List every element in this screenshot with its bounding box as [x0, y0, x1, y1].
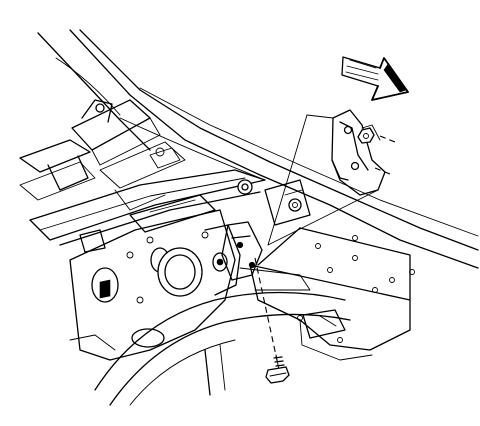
nut-fastener [357, 127, 375, 144]
mounting-bracket-installed [221, 221, 311, 291]
inner-fender-panel [69, 209, 241, 361]
wheel-well [69, 291, 351, 406]
fender-outline [37, 29, 479, 269]
alignment-lines [254, 114, 396, 366]
mounting-bracket [331, 109, 386, 196]
frame-rail [249, 179, 415, 361]
upper-rail [29, 169, 266, 253]
bolt-fastener [265, 354, 290, 384]
direction-arrow [341, 56, 409, 101]
hood-hinge [19, 99, 186, 211]
